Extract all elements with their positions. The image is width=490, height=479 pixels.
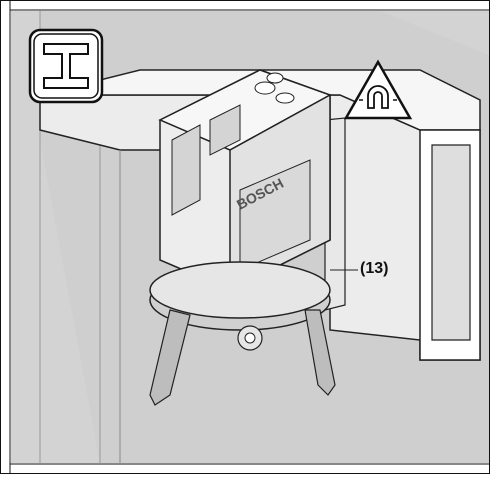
laser-level-device: BOSCH bbox=[158, 69, 332, 292]
device-panel bbox=[239, 159, 311, 271]
top-button-1 bbox=[254, 81, 276, 95]
magnet-symbol bbox=[367, 85, 389, 109]
laser-window-top bbox=[209, 104, 241, 156]
top-button-2 bbox=[275, 92, 295, 104]
laser-window-front bbox=[171, 124, 201, 216]
callout-13-label: (13) bbox=[360, 260, 389, 277]
i-beam-icon-inner bbox=[33, 33, 99, 99]
tripod-leg-left bbox=[149, 309, 191, 406]
rotating-base-top bbox=[149, 261, 331, 319]
adjust-knob-center bbox=[244, 332, 256, 344]
magnet-warning-icon bbox=[343, 59, 413, 120]
tripod-feet bbox=[149, 309, 336, 406]
top-button-3 bbox=[266, 72, 284, 84]
i-beam-icon bbox=[28, 28, 104, 104]
steel-beam-hollow bbox=[431, 144, 471, 341]
i-beam-shape bbox=[43, 43, 89, 89]
tripod-leg-right bbox=[304, 309, 336, 396]
